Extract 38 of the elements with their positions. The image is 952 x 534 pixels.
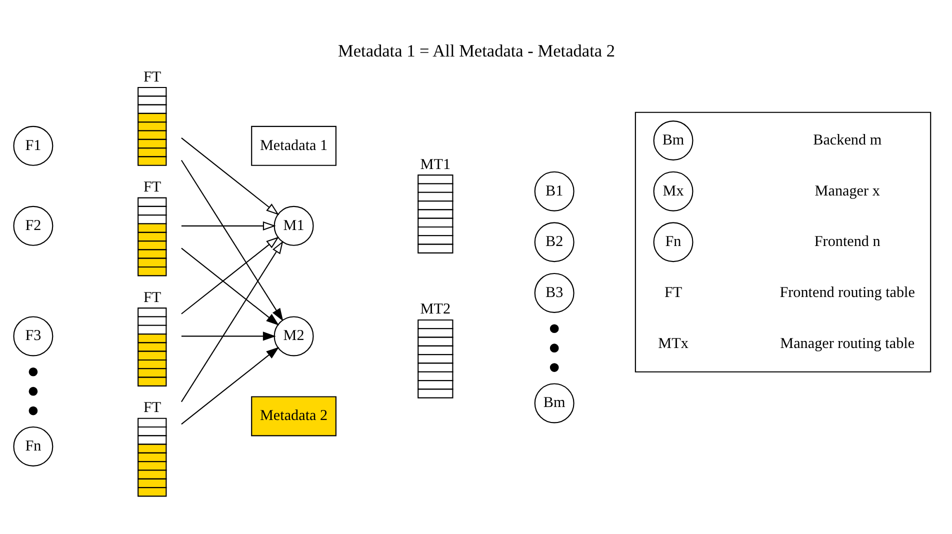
node-box: Metadata 2	[250, 396, 336, 436]
node-circle: Fn	[12, 426, 53, 466]
label: Frontend n	[814, 234, 880, 250]
node-circle: F2	[12, 206, 53, 246]
arrow	[180, 240, 283, 402]
arrow	[180, 346, 279, 425]
label: Frontend routing table	[779, 284, 914, 301]
arrow	[180, 160, 283, 322]
node-circle: M2	[273, 316, 314, 356]
node-label: FT	[142, 180, 161, 196]
cluster	[634, 112, 931, 372]
node-circle: F3	[12, 316, 53, 356]
arrow	[180, 138, 279, 216]
node-text: MT2	[420, 302, 450, 318]
arrow	[180, 248, 279, 326]
node-circle: F1	[12, 126, 53, 166]
node-circle: B1	[534, 171, 574, 212]
node-circle: Fn	[652, 222, 693, 262]
label: Backend m	[812, 132, 882, 148]
label: FT	[664, 284, 682, 301]
arrow	[180, 332, 276, 341]
node-label: FT	[142, 290, 161, 306]
label: Manager x	[814, 183, 880, 200]
diagram-title: Metadata 1 = All Metadata - Metadata 2	[337, 41, 615, 60]
node-box: Metadata 1	[250, 126, 336, 166]
node-circle: M1	[273, 206, 314, 246]
node-circle: Bm	[652, 120, 693, 160]
node-label: MT1	[420, 156, 450, 173]
node-circle: B3	[534, 272, 574, 313]
arrow	[180, 221, 276, 230]
arrow	[180, 236, 279, 314]
node-label: FT	[142, 400, 161, 416]
node-label: FT	[142, 69, 161, 86]
label: MTx	[658, 336, 688, 352]
node-circle: Bm	[534, 383, 574, 424]
node-circle: B2	[534, 222, 574, 262]
label: Manager routing table	[780, 336, 914, 352]
node-circle: Mx	[652, 171, 693, 212]
